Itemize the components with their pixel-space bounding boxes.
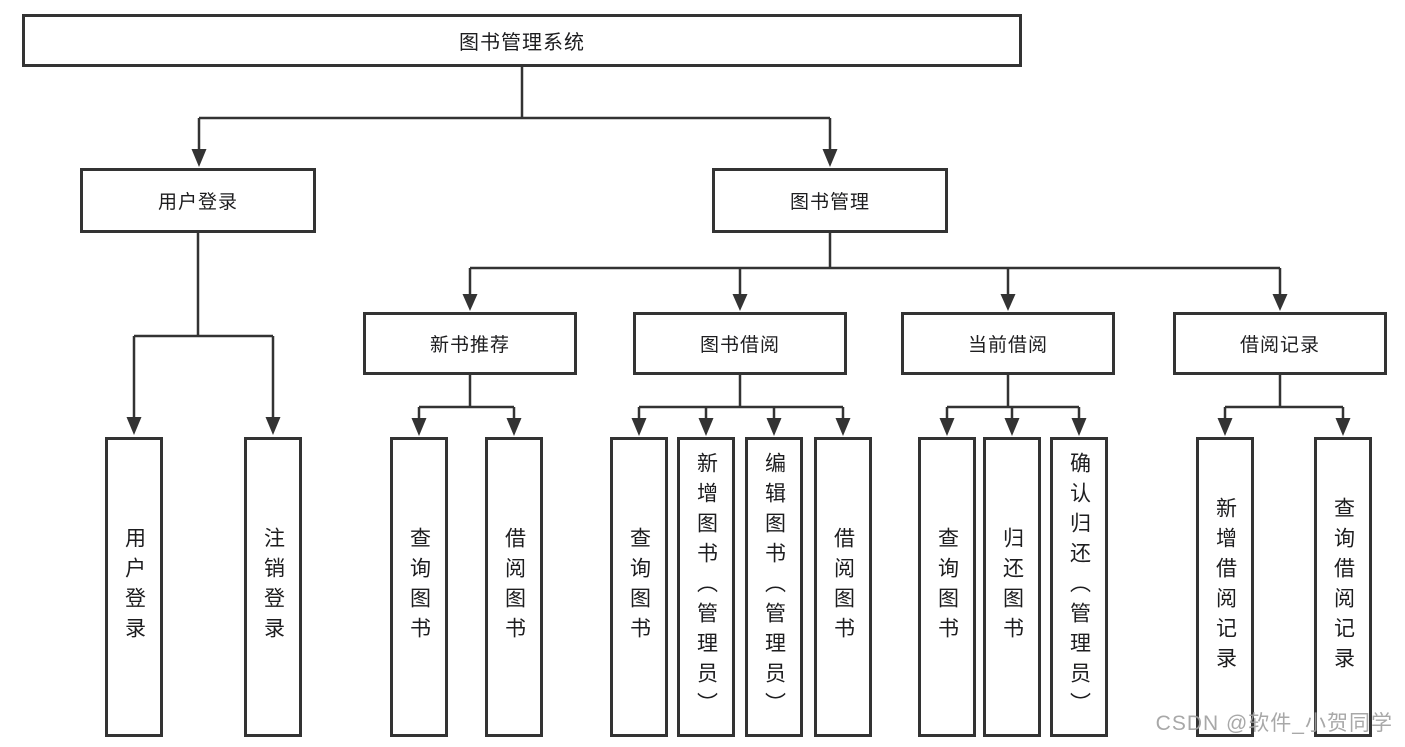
node-label: 借阅图书 <box>831 527 855 647</box>
node-label: 图书管理系统 <box>459 32 585 54</box>
leaf-return-books: 归还图书 <box>983 437 1041 737</box>
node-label: 新增借阅记录 <box>1213 497 1237 677</box>
node-label: 借阅图书 <box>502 527 526 647</box>
leaf-query-borrow-record: 查询借阅记录 <box>1314 437 1372 737</box>
leaf-confirm-return-admin: 确认归还（管理员） <box>1050 437 1108 737</box>
leaf-borrow-books: 借阅图书 <box>814 437 872 737</box>
node-label: 新增图书（管理员） <box>694 452 718 722</box>
leaf-borrow-books-recommend: 借阅图书 <box>485 437 543 737</box>
node-label: 图书管理 <box>789 192 870 213</box>
node-label: 新书推荐 <box>429 335 510 356</box>
node-label: 编辑图书（管理员） <box>762 452 786 722</box>
node-label: 借阅记录 <box>1239 335 1320 356</box>
node-label: 用户登录 <box>157 192 238 213</box>
node-user-login: 用户登录 <box>80 168 316 233</box>
node-book-management: 图书管理 <box>712 168 948 233</box>
csdn-watermark: CSDN @软件_小贺同学 <box>1155 712 1393 735</box>
leaf-query-books-current: 查询图书 <box>918 437 976 737</box>
node-label: 查询图书 <box>407 527 431 647</box>
node-label: 图书借阅 <box>699 335 780 356</box>
leaf-query-books-recommend: 查询图书 <box>390 437 448 737</box>
node-label: 注销登录 <box>261 527 285 647</box>
node-library-management-system: 图书管理系统 <box>22 14 1022 67</box>
node-book-borrowing: 图书借阅 <box>633 312 847 375</box>
leaf-query-books-borrowing: 查询图书 <box>610 437 668 737</box>
leaf-edit-books-admin: 编辑图书（管理员） <box>745 437 803 737</box>
node-label: 查询图书 <box>627 527 651 647</box>
leaf-logout: 注销登录 <box>244 437 302 737</box>
leaf-user-login: 用户登录 <box>105 437 163 737</box>
leaf-add-books-admin: 新增图书（管理员） <box>677 437 735 737</box>
node-label: 查询图书 <box>935 527 959 647</box>
node-label: 归还图书 <box>1000 527 1024 647</box>
node-current-borrowing: 当前借阅 <box>901 312 1115 375</box>
node-borrowing-records: 借阅记录 <box>1173 312 1387 375</box>
node-new-book-recommendation: 新书推荐 <box>363 312 577 375</box>
leaf-add-borrow-record: 新增借阅记录 <box>1196 437 1254 737</box>
node-label: 当前借阅 <box>967 335 1048 356</box>
node-label: 确认归还（管理员） <box>1067 452 1091 722</box>
node-label: 查询借阅记录 <box>1331 497 1355 677</box>
node-label: 用户登录 <box>122 527 146 647</box>
